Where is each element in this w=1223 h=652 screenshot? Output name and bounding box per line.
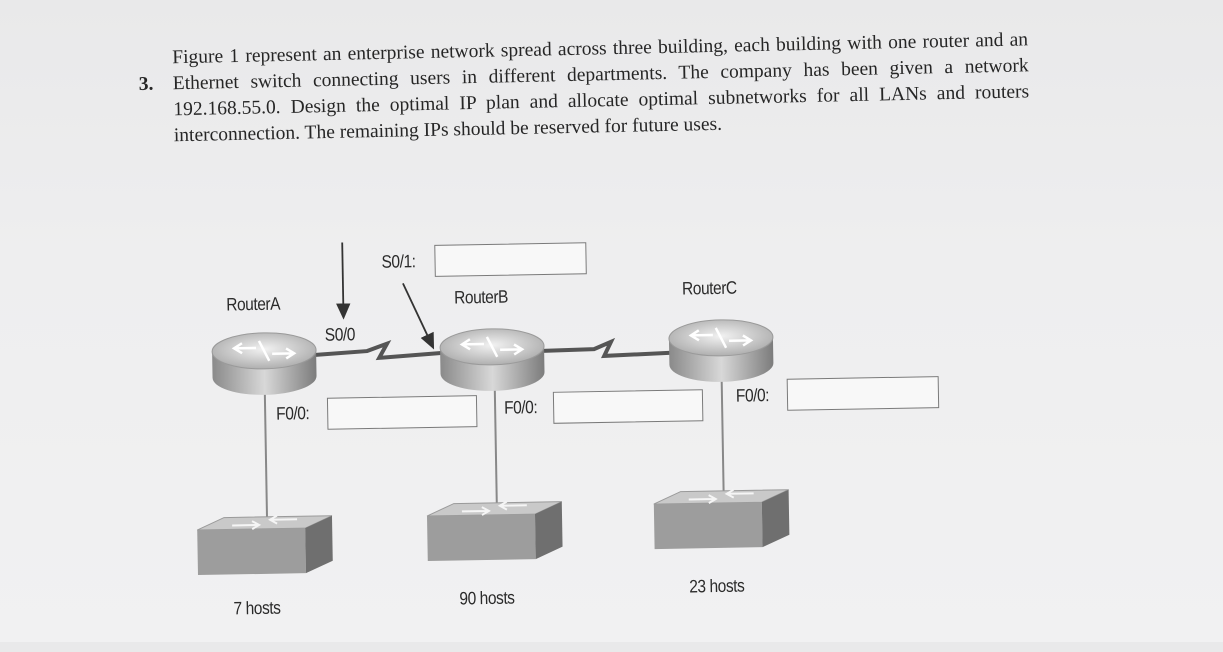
router-b-hosts: 90 hosts — [459, 587, 515, 609]
router-a-f0-label: F0/0: — [276, 403, 310, 424]
router-c-icon — [668, 319, 774, 382]
s0-1-label: S0/1: — [381, 251, 416, 272]
router-b-label: RouterB — [454, 286, 509, 308]
router-c-f0-address-box[interactable] — [786, 376, 940, 411]
router-a-label: RouterA — [226, 293, 281, 315]
router-c-hosts: 23 hosts — [689, 575, 745, 597]
eth-line-b — [493, 381, 499, 522]
switch-c-icon — [653, 488, 790, 550]
router-c-label: RouterC — [681, 277, 737, 299]
router-a-f0-address-box[interactable] — [326, 395, 478, 430]
switch-b-icon — [426, 500, 563, 562]
s0-1-address-box[interactable] — [434, 242, 587, 277]
router-b-f0-label: F0/0: — [503, 397, 538, 418]
router-b-f0-address-box[interactable] — [552, 389, 704, 424]
s0-0-arrow — [336, 242, 351, 320]
switch-a-icon — [196, 514, 333, 576]
serial-link-a-b — [314, 339, 445, 361]
s0-0-label: S0/0 — [324, 324, 356, 345]
serial-link-b-c — [539, 337, 672, 359]
eth-line-c — [720, 372, 725, 508]
router-a-hosts: 7 hosts — [233, 597, 281, 619]
eth-line-a — [263, 385, 269, 536]
router-c-f0-label: F0/0: — [735, 385, 770, 406]
s0-1-arrow — [402, 283, 435, 350]
router-a-icon — [211, 332, 317, 395]
router-b-icon — [439, 328, 545, 391]
